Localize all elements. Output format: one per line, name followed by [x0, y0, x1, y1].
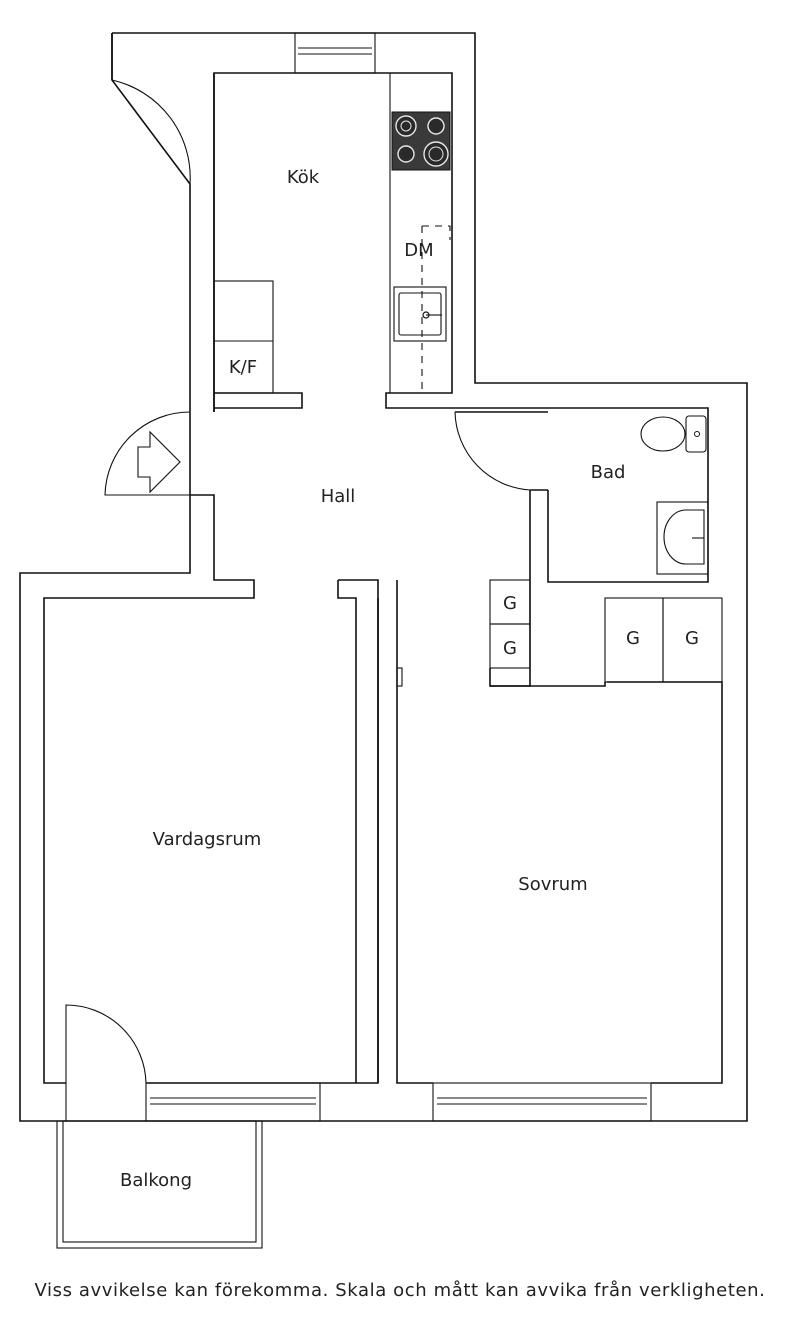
- living-room-label: Vardagsrum: [153, 829, 262, 850]
- bedroom-label: Sovrum: [518, 874, 587, 895]
- kitchen-fixtures: [213, 73, 451, 394]
- wardrobe-label: G: [626, 628, 640, 649]
- fridge-freezer-label: K/F: [229, 357, 257, 378]
- balcony: [56, 1120, 263, 1249]
- dishwasher-label: DM: [404, 240, 433, 261]
- fridge-freezer-icon: [213, 280, 274, 394]
- washbasin-icon: [656, 501, 709, 575]
- disclaimer-text: Viss avvikelse kan förekomma. Skala och …: [34, 1280, 766, 1301]
- wardrobes: [489, 579, 723, 687]
- wardrobe-label: G: [503, 638, 517, 659]
- kitchen-sink-icon: [393, 286, 447, 342]
- bathroom-fixtures: [640, 415, 709, 575]
- bathroom-label: Bad: [591, 462, 626, 483]
- entrance-arrow-icon: [137, 430, 181, 494]
- inner-walls: [43, 72, 723, 1084]
- kitchen-label: Kök: [287, 167, 320, 188]
- balcony-label: Balkong: [120, 1170, 192, 1191]
- doors: [65, 79, 531, 1121]
- toilet-icon: [640, 415, 707, 453]
- outer-walls: [19, 32, 748, 1122]
- hall-label: Hall: [321, 486, 356, 507]
- wardrobe-label: G: [503, 593, 517, 614]
- windows: [145, 32, 652, 1122]
- wardrobe-label: G: [685, 628, 699, 649]
